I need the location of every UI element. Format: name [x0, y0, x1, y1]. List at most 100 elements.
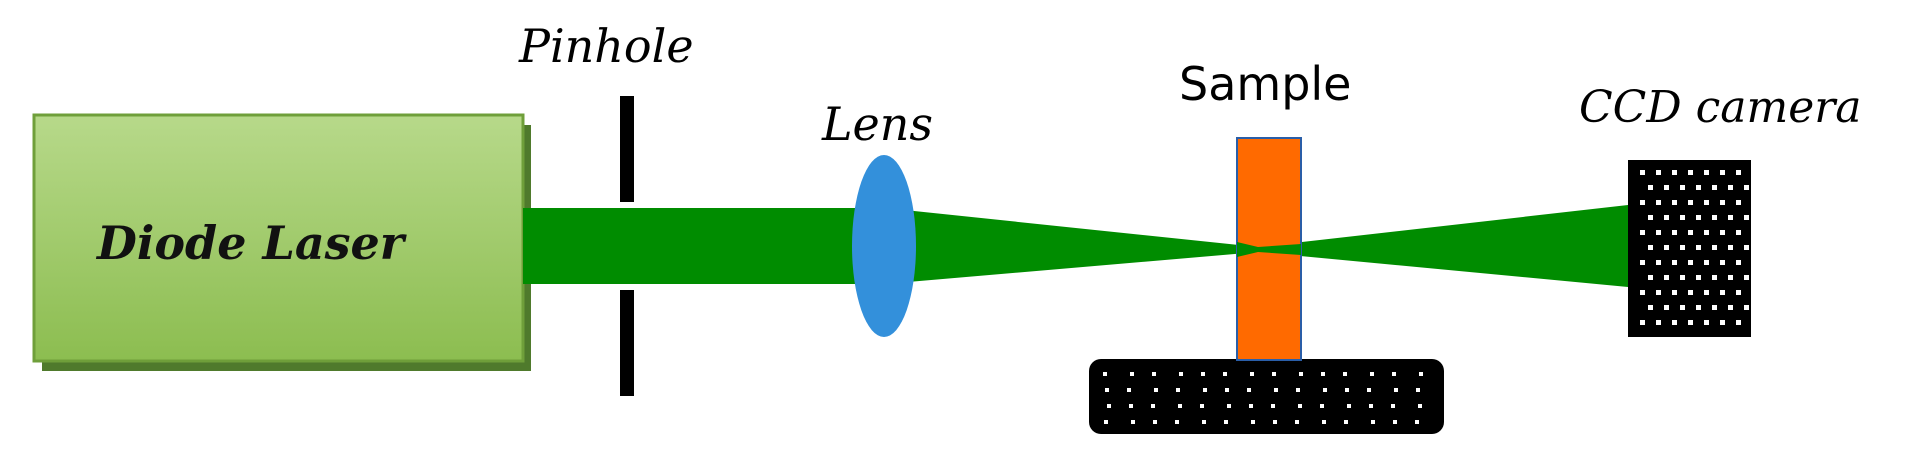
stage-dot — [1416, 388, 1420, 392]
stage-dot — [1127, 388, 1131, 392]
stage-dot — [1274, 388, 1278, 392]
ccd-dot — [1656, 170, 1661, 175]
ccd-dot — [1712, 275, 1717, 280]
ccd-dot — [1656, 260, 1661, 265]
ccd-dot — [1672, 320, 1677, 325]
ccd-dot — [1696, 245, 1701, 250]
ccd-dot — [1736, 260, 1741, 265]
stage-dot — [1344, 420, 1348, 424]
stage-dot — [1415, 420, 1419, 424]
pinhole-label: Pinhole — [518, 19, 694, 73]
stage-dot — [1299, 372, 1303, 376]
stage-dot — [1154, 388, 1158, 392]
stage-dot — [1273, 420, 1277, 424]
ccd-dot — [1696, 305, 1701, 310]
ccd-dot — [1744, 245, 1749, 250]
ccd-dot — [1664, 215, 1669, 220]
stage-dot — [1178, 404, 1182, 408]
diode-laser — [32, 113, 531, 371]
ccd-dot — [1688, 260, 1693, 265]
ccd-dot — [1728, 275, 1733, 280]
stage-dot — [1295, 420, 1299, 424]
stage-dot — [1176, 388, 1180, 392]
stage-dot — [1343, 372, 1347, 376]
ccd-dot — [1696, 215, 1701, 220]
ccd-dot — [1640, 290, 1645, 295]
ccd-dot — [1736, 320, 1741, 325]
stage-dot — [1323, 388, 1327, 392]
ccd-dot — [1696, 185, 1701, 190]
pinhole — [620, 96, 634, 396]
ccd-dot — [1656, 230, 1661, 235]
ccd-dot — [1680, 305, 1685, 310]
laser-beam-at-sample — [1237, 242, 1301, 257]
ccd-dot — [1688, 290, 1693, 295]
stage-dot — [1223, 372, 1227, 376]
ccd-dot — [1640, 260, 1645, 265]
ccd-dot — [1664, 305, 1669, 310]
ccd-dot — [1672, 260, 1677, 265]
ccd-dot — [1656, 200, 1661, 205]
ccd-dot — [1640, 230, 1645, 235]
ccd-dot — [1672, 200, 1677, 205]
ccd-dot — [1704, 170, 1709, 175]
ccd-dot — [1664, 185, 1669, 190]
ccd-dot — [1648, 215, 1653, 220]
stage-dot — [1369, 404, 1373, 408]
ccd-dot — [1720, 170, 1725, 175]
ccd-dot — [1688, 320, 1693, 325]
ccd-dot — [1656, 320, 1661, 325]
ccd-dot — [1680, 185, 1685, 190]
stage-dot — [1247, 388, 1251, 392]
stage-dot — [1250, 372, 1254, 376]
stage-dot — [1345, 388, 1349, 392]
stage-dot — [1202, 420, 1206, 424]
stage-dot — [1103, 372, 1107, 376]
stage-dot — [1370, 372, 1374, 376]
ccd-dot — [1744, 275, 1749, 280]
ccd-dot — [1736, 170, 1741, 175]
stage-dot — [1393, 420, 1397, 424]
stage-dot — [1203, 388, 1207, 392]
ccd-dot — [1680, 215, 1685, 220]
ccd-dot — [1648, 185, 1653, 190]
stage-dot — [1392, 372, 1396, 376]
ccd-dot — [1704, 230, 1709, 235]
ccd-dot — [1688, 200, 1693, 205]
stage-dot — [1418, 404, 1422, 408]
ccd-dot — [1744, 305, 1749, 310]
sample-stage — [1089, 359, 1444, 434]
ccd-dot — [1704, 290, 1709, 295]
diode-laser-body — [32, 113, 525, 363]
ccd-dot — [1640, 200, 1645, 205]
stage-dot — [1179, 372, 1183, 376]
ccd-dot — [1728, 185, 1733, 190]
stage-dot — [1251, 420, 1255, 424]
ccd-dot — [1728, 215, 1733, 220]
stage-dot — [1391, 404, 1395, 408]
stage-dot — [1296, 388, 1300, 392]
stage-dot — [1130, 372, 1134, 376]
ccd-camera-label: CCD camera — [1579, 82, 1862, 133]
ccd-dot — [1712, 245, 1717, 250]
ccd-dot — [1680, 245, 1685, 250]
ccd-dot — [1640, 170, 1645, 175]
lens-label: Lens — [821, 97, 933, 151]
ccd-dot — [1704, 260, 1709, 265]
stage-dot — [1104, 420, 1108, 424]
stage-dot — [1367, 388, 1371, 392]
stage-dot — [1371, 420, 1375, 424]
ccd-dot — [1664, 275, 1669, 280]
stage-dot — [1321, 372, 1325, 376]
ccd-dot — [1656, 290, 1661, 295]
ccd-dot — [1736, 200, 1741, 205]
laser-beam-collimated — [523, 208, 885, 284]
ccd-dot — [1648, 275, 1653, 280]
stage-dot — [1153, 420, 1157, 424]
ccd-dot — [1720, 320, 1725, 325]
ccd-dot — [1720, 200, 1725, 205]
ccd-dot — [1744, 185, 1749, 190]
pinhole-upper-bar — [620, 96, 634, 202]
ccd-dot — [1712, 215, 1717, 220]
